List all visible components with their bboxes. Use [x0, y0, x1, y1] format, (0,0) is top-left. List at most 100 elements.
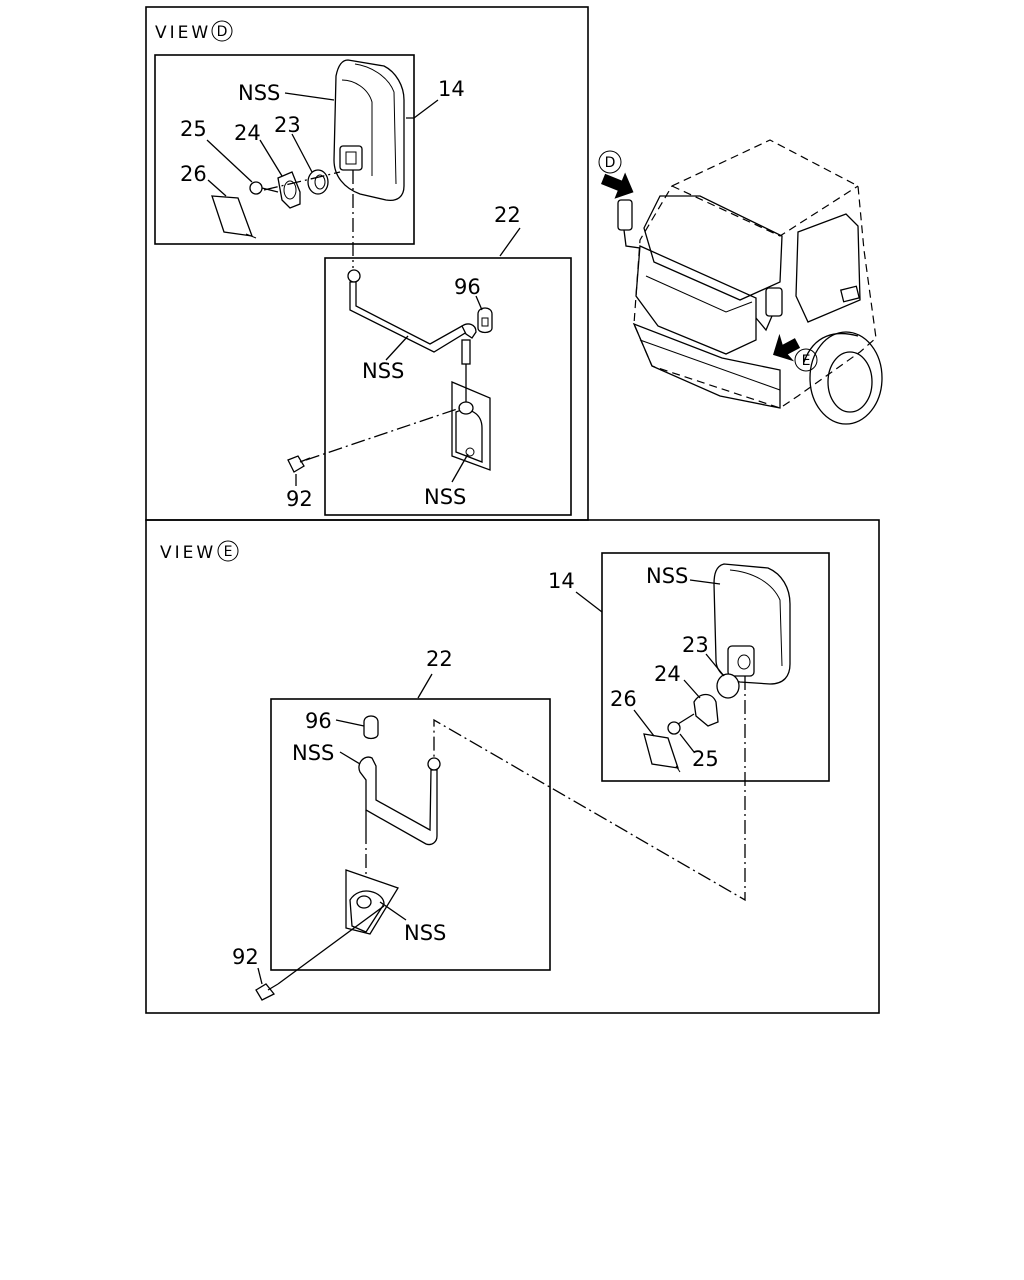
view-d-leader-25 — [206, 139, 253, 183]
view-e-panel: VIEW E 14 NSS 23 24 26 — [145, 519, 880, 1014]
view-d-label-nss-stay: NSS — [362, 359, 404, 383]
view-d-leader-24 — [259, 139, 283, 177]
view-e-bolt-92 — [255, 983, 279, 1001]
arrow-d-icon — [601, 172, 634, 199]
view-e-leader-22 — [417, 673, 433, 699]
view-e-leader-26 — [633, 709, 655, 737]
view-d-label-nss-bracket: NSS — [424, 485, 466, 509]
view-d-screw-25 — [249, 181, 279, 195]
view-d-stay-arm — [347, 269, 477, 365]
truck-side-window — [795, 213, 861, 323]
view-e-cover-26 — [643, 733, 681, 773]
view-e-label-23: 23 — [682, 633, 709, 657]
truck-mirror-right — [755, 287, 783, 332]
truck-wheel-inner — [827, 351, 873, 413]
truck-marker-d-circle — [598, 150, 622, 174]
view-e-marker-letter: E — [224, 544, 233, 560]
view-d-leader-nss-stay — [385, 335, 409, 361]
view-e-label-92: 92 — [232, 945, 259, 969]
view-e-leader-23 — [705, 653, 725, 677]
view-e-label-nss-stay: NSS — [292, 741, 334, 765]
view-e-label-nss-mirror: NSS — [646, 564, 688, 588]
view-d-bolt-92 — [287, 455, 311, 473]
view-e-leader-14 — [575, 591, 603, 613]
view-e-leader-nss-stay — [339, 751, 361, 765]
view-e-leader-92 — [257, 967, 263, 985]
view-d-label-14: 14 — [438, 77, 465, 101]
view-d-leader-nss-bracket — [451, 453, 469, 483]
view-e-socket-24 — [693, 693, 719, 727]
view-e-leader-nss-bracket — [379, 901, 407, 921]
arrow-e-icon — [773, 333, 801, 362]
truck-bumper-line — [639, 339, 781, 391]
view-d-leader-14 — [406, 99, 439, 119]
view-e-label-26: 26 — [610, 687, 637, 711]
view-e-screw-25 — [667, 713, 695, 735]
truck-cab-outline — [633, 139, 877, 409]
view-d-label-nss-mirror: NSS — [238, 81, 280, 105]
view-e-assembly-line-3 — [277, 905, 385, 985]
view-e-label-nss-bracket: NSS — [404, 921, 446, 945]
view-e-leader-25 — [679, 733, 695, 753]
view-d-socket-24 — [277, 171, 301, 209]
view-d-mirror-head — [333, 59, 405, 202]
view-d-label-23: 23 — [274, 113, 301, 137]
view-d-title: VIEW — [155, 23, 211, 43]
view-d-label-25: 25 — [180, 117, 207, 141]
view-d-leader-26 — [207, 179, 227, 197]
view-e-mirror-box — [601, 552, 830, 782]
view-d-marker-letter: D — [217, 24, 228, 40]
view-e-mirror-head — [713, 563, 791, 685]
view-e-label-24: 24 — [654, 662, 681, 686]
truck-grille-line — [645, 275, 753, 313]
view-d-label-22: 22 — [494, 203, 521, 227]
view-d-leader-nss-mirror — [284, 92, 335, 101]
view-d-label-26: 26 — [180, 162, 207, 186]
view-e-leader-nss-mirror — [689, 579, 721, 585]
truck-front-panel — [635, 245, 757, 355]
truck-mirror-left — [617, 199, 641, 249]
truck-wheel-outer — [809, 331, 883, 425]
view-e-base-bracket — [345, 869, 399, 935]
view-d-marker-circle — [211, 20, 233, 42]
view-e-stay-arm — [358, 756, 441, 846]
view-e-leader-24 — [683, 679, 701, 699]
view-d-mirror-box — [154, 54, 415, 245]
view-d-panel: VIEW D — [145, 6, 589, 521]
view-d-assembly-line-1 — [263, 171, 341, 191]
view-d-label-92: 92 — [286, 487, 313, 511]
view-d-label-96: 96 — [454, 275, 481, 299]
view-e-bulb-23 — [716, 673, 740, 699]
view-d-cover-26 — [211, 195, 257, 239]
view-e-label-22: 22 — [426, 647, 453, 671]
view-e-title: VIEW — [160, 543, 216, 563]
view-e-label-96: 96 — [305, 709, 332, 733]
truck-wheel-arch — [803, 332, 859, 363]
view-d-leader-22 — [499, 227, 521, 257]
view-d-clip-96 — [477, 307, 493, 334]
truck-windshield — [643, 195, 783, 301]
truck-marker-d-letter: D — [605, 155, 616, 171]
truck-roof-edge — [671, 185, 859, 237]
view-e-marker-circle — [217, 540, 239, 562]
view-e-label-25: 25 — [692, 747, 719, 771]
view-d-leader-23 — [291, 133, 313, 173]
view-d-bulb-23 — [307, 169, 329, 195]
truck-bumper — [632, 322, 781, 409]
truck-marker-e-letter: E — [802, 353, 811, 369]
view-e-label-14: 14 — [548, 569, 575, 593]
view-e-stay-box — [270, 698, 551, 971]
view-e-clip-96 — [363, 715, 379, 740]
view-d-stay-box — [324, 257, 572, 516]
view-d-leader-96 — [475, 295, 483, 311]
view-e-leader-96 — [335, 719, 365, 727]
view-d-assembly-line-3 — [305, 407, 461, 461]
view-e-frame — [145, 519, 880, 1014]
view-e-assembly-line-1 — [433, 676, 746, 902]
view-d-label-24: 24 — [234, 121, 261, 145]
truck-marker-e-circle — [794, 348, 818, 372]
truck-side-marker — [839, 285, 861, 303]
truck-overview: D E — [598, 139, 883, 425]
view-d-base-bracket — [451, 364, 491, 471]
